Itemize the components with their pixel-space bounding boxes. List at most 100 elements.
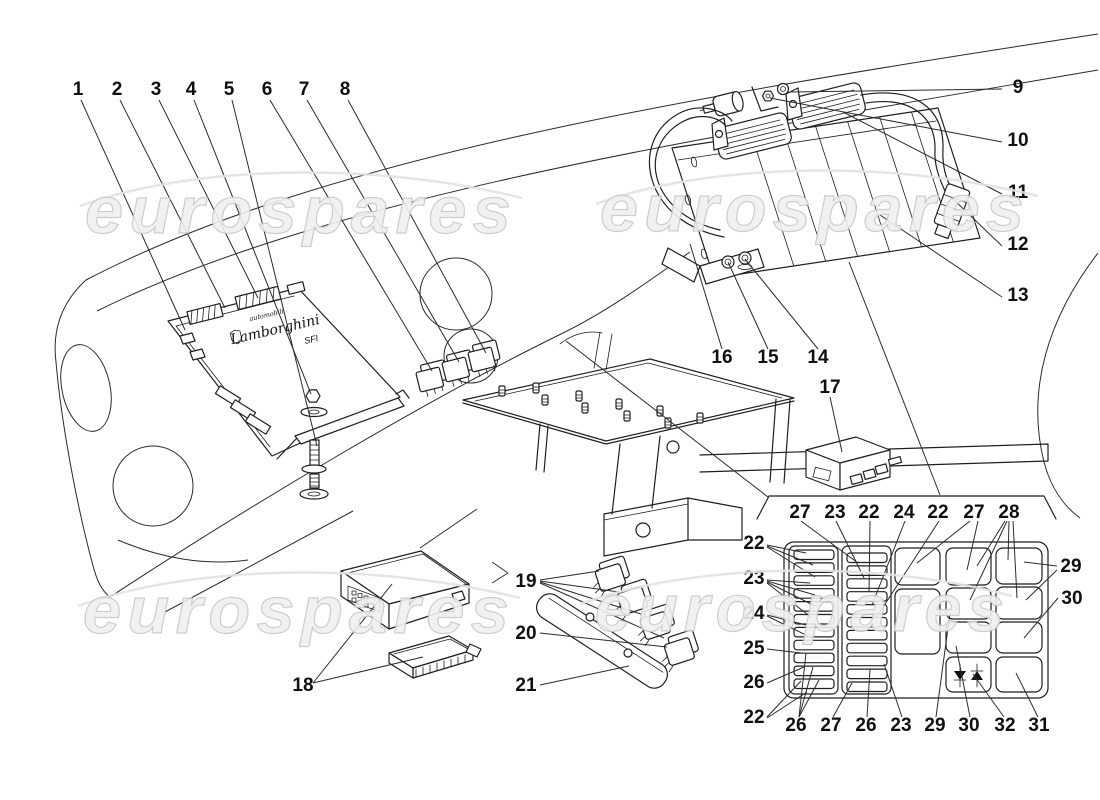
cover-brand-code: SFI <box>303 333 319 346</box>
stud <box>656 405 664 417</box>
leader-line <box>766 544 807 554</box>
fuse-slot <box>793 678 835 690</box>
connector-block <box>286 281 306 295</box>
relay-socket <box>995 656 1043 693</box>
console-frame <box>462 331 1049 557</box>
callout-label: 29 <box>1060 556 1081 577</box>
leader-line <box>766 579 811 584</box>
dash-circle-left <box>112 445 194 527</box>
leader-line <box>798 679 820 718</box>
callout-label: 5 <box>224 79 235 100</box>
leader-line <box>829 396 843 453</box>
callout-label: 13 <box>1007 285 1028 306</box>
watermark-swoosh <box>595 169 1039 206</box>
leader-line <box>306 99 460 363</box>
fuse-slot <box>846 629 888 641</box>
leader-line <box>419 508 478 549</box>
callout-label: 6 <box>262 79 273 100</box>
stud <box>309 439 320 467</box>
leader-line <box>766 614 807 626</box>
stud <box>575 390 583 402</box>
callout-label: 22 <box>927 502 948 523</box>
stud <box>581 402 589 414</box>
fuse-slot <box>846 578 888 589</box>
watermark-text: eurospares <box>595 571 1010 645</box>
leader-line <box>766 580 816 596</box>
leader-line <box>727 261 769 350</box>
leader-line <box>955 645 971 718</box>
shield-icon <box>229 329 242 345</box>
fuse-slot <box>846 616 888 628</box>
relay-bracket-19-21 <box>536 555 699 689</box>
dash-circle-center-1 <box>419 257 493 331</box>
leader-line <box>848 261 941 496</box>
watermark-swoosh <box>79 171 523 208</box>
stud <box>615 398 623 410</box>
latch <box>451 590 466 603</box>
leader-line <box>868 520 871 593</box>
leader-line <box>491 561 509 574</box>
fuse-slot <box>793 639 835 651</box>
callout-label: 29 <box>924 715 945 736</box>
leader-line <box>766 545 814 566</box>
leader-line <box>800 520 859 564</box>
leader-line <box>766 691 808 719</box>
leader-line <box>1023 561 1058 567</box>
leader-line <box>312 583 393 684</box>
stud <box>532 382 540 394</box>
leader-line <box>832 682 853 718</box>
fuse-slot <box>846 642 888 654</box>
fuse-slot <box>846 668 888 680</box>
stud <box>541 394 549 406</box>
leader-line <box>798 652 807 718</box>
nut <box>305 389 321 403</box>
callout-label: 22 <box>858 502 879 523</box>
callout-label: 20 <box>515 623 536 644</box>
leader-line <box>119 99 226 309</box>
stud <box>498 385 506 397</box>
leader-line <box>689 243 723 350</box>
bracket-plate <box>294 397 405 445</box>
callout-label: 24 <box>743 603 765 624</box>
leader-line <box>539 580 620 593</box>
leader-line <box>766 666 805 684</box>
leader-line <box>1025 569 1058 601</box>
callout-label: 30 <box>958 715 979 736</box>
callout-label: 12 <box>1007 234 1028 255</box>
leader-lines <box>80 88 1059 719</box>
leader-line <box>766 582 813 619</box>
callout-label: 15 <box>757 347 779 368</box>
relay-pin <box>887 455 903 467</box>
leader-line <box>871 520 906 606</box>
callout-label: 24 <box>893 502 915 523</box>
leader-line <box>879 214 1003 298</box>
fuse-slot <box>846 681 888 693</box>
relay-cube <box>441 349 475 387</box>
leader-line <box>766 680 802 718</box>
connector-plug <box>933 183 971 240</box>
leader-line <box>966 520 979 571</box>
fuse-slot <box>846 603 888 615</box>
leader-line <box>193 99 312 395</box>
fuse-slot <box>846 655 888 667</box>
watermark-swoosh <box>579 569 1013 606</box>
callout-label: 23 <box>890 715 911 736</box>
callout-label: 27 <box>820 715 841 736</box>
relay-socket <box>995 547 1043 585</box>
cover-notch <box>189 348 206 361</box>
cover-notch <box>179 332 196 345</box>
harness-cable <box>860 92 952 189</box>
harness-cable <box>654 115 727 231</box>
leader-line <box>1012 520 1018 599</box>
callout-label: 21 <box>515 675 537 696</box>
rack-rib <box>847 121 890 253</box>
dashboard-outline <box>54 33 1099 598</box>
callout-label: 26 <box>743 672 764 693</box>
callout-label: 16 <box>711 347 732 368</box>
leader-line <box>539 570 600 581</box>
leader-line <box>312 656 424 684</box>
leader-line <box>798 666 814 718</box>
watermark-text: eurospares <box>83 573 515 647</box>
callout-label: 17 <box>819 377 840 398</box>
